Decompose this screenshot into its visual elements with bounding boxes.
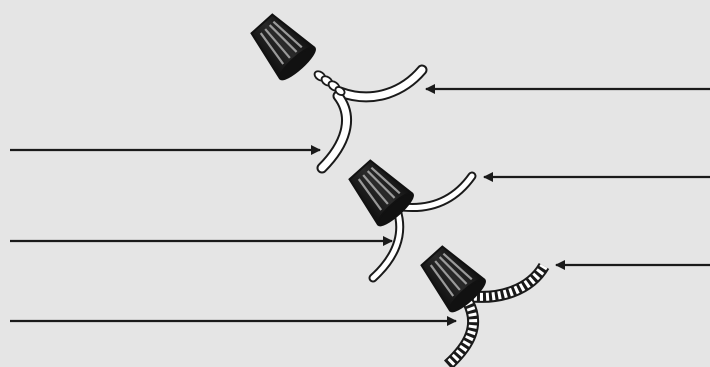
twisted-wire-icon xyxy=(313,64,428,174)
wire-nut-icon xyxy=(420,245,486,313)
wire-nut-icon xyxy=(348,159,414,227)
wire-nut-icon xyxy=(250,13,316,81)
stranded-wire-icon xyxy=(443,262,550,367)
